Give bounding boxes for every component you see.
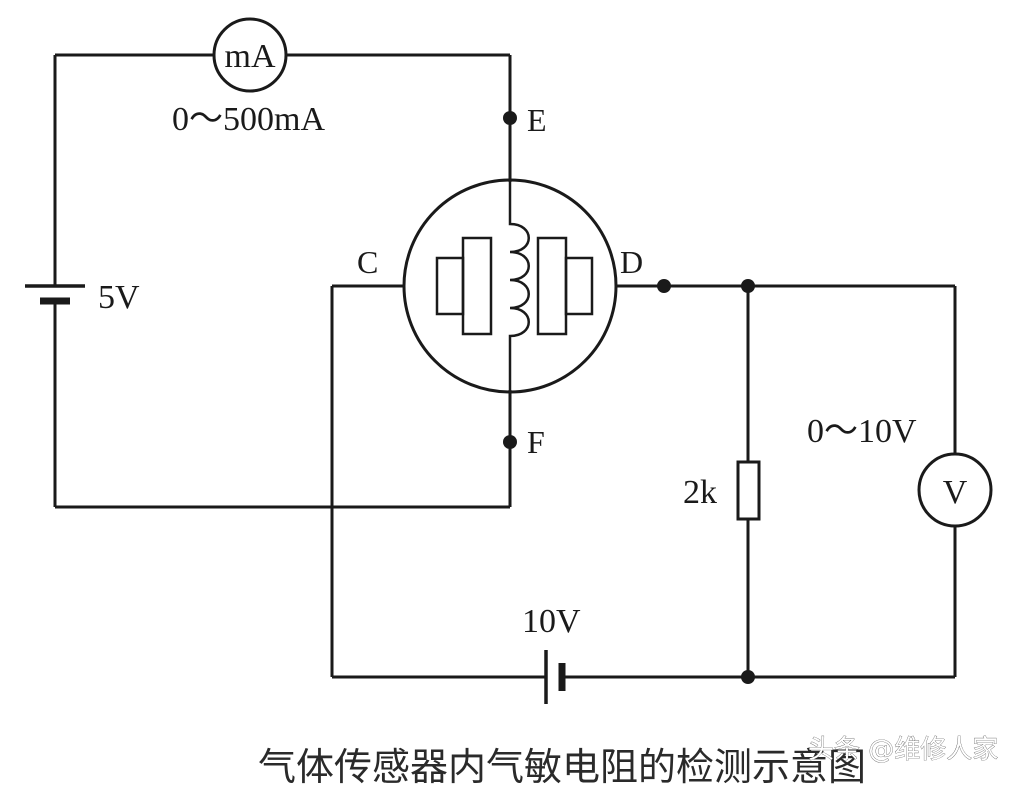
measure-battery-label: 10V — [522, 603, 581, 640]
watermark: 头条 @维修人家 — [808, 735, 998, 765]
load-resistor — [736, 460, 761, 521]
terminal-e-node — [503, 111, 517, 125]
ammeter-range-label: 0～500mA — [172, 101, 325, 138]
terminal-c-label: C — [357, 244, 378, 280]
terminal-e-label: E — [527, 102, 547, 138]
junction-bottom-node — [741, 670, 755, 684]
heater-battery-label: 5V — [98, 279, 140, 316]
terminal-d-label: D — [620, 244, 643, 280]
ammeter-symbol: mA — [225, 38, 276, 75]
terminal-d-node — [657, 279, 671, 293]
voltmeter-symbol: V — [943, 474, 968, 511]
diagram-caption: 气体传感器内气敏电阻的检测示意图 — [258, 745, 866, 789]
heater-loop-wires — [53, 53, 512, 509]
heater-coil-icon — [508, 182, 530, 390]
terminal-f-node — [503, 435, 517, 449]
measurement-loop-wires — [330, 284, 957, 679]
voltmeter-range-label: 0～10V — [807, 413, 917, 450]
load-resistor-label: 2k — [683, 474, 717, 511]
measure-battery — [544, 650, 566, 704]
gas-sensor — [402, 178, 618, 394]
ammeter: mA — [212, 17, 288, 93]
heater-battery — [25, 284, 85, 305]
junction-top-node — [741, 279, 755, 293]
terminal-f-label: F — [527, 424, 545, 460]
voltmeter: V — [917, 452, 993, 528]
